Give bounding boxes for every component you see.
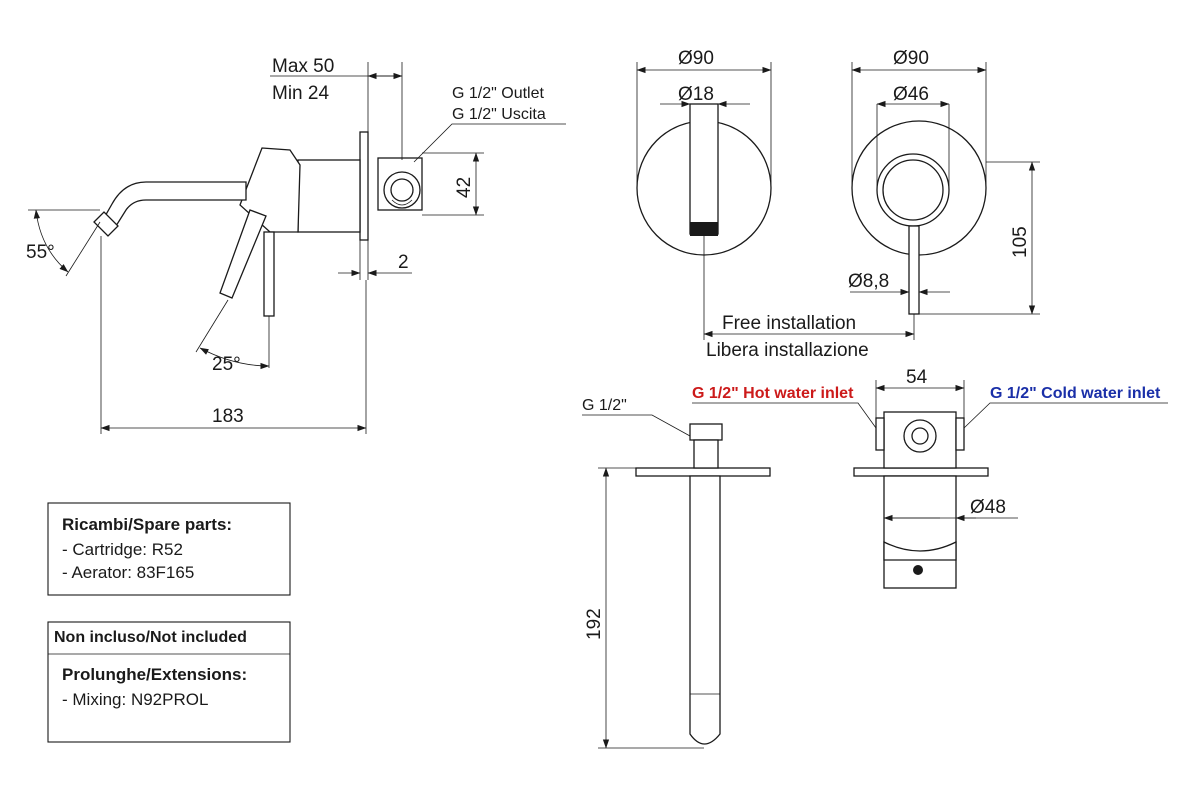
extensions-title: Prolunghe/Extensions:	[62, 665, 247, 684]
angle55-ray	[65, 221, 101, 277]
dim-192: 192	[584, 608, 605, 640]
cold-inlet-port	[955, 417, 965, 451]
cold-inlet-leader	[963, 402, 1168, 429]
spare-parts-item-1: - Cartridge: R52	[62, 540, 183, 559]
vertical-pin	[263, 231, 275, 317]
mixer-dia-48: Ø48	[970, 497, 1006, 518]
aerator	[93, 211, 119, 237]
lever-handle	[219, 209, 267, 299]
hot-inlet-leader	[692, 402, 877, 429]
mixer-body-plate	[853, 467, 989, 477]
dim-54: 54	[906, 367, 928, 388]
mixer-body-port-inner	[911, 427, 929, 445]
dim-105: 105	[1010, 226, 1031, 258]
not-included-box: Non incluso/Not included Prolunghe/Exten…	[47, 621, 291, 743]
spout-body-tube	[689, 475, 721, 745]
side-view: Max 50 Min 24 G 1/2" Outlet G 1/2" Uscit…	[26, 56, 566, 434]
max-label: Max 50	[272, 56, 334, 77]
spout-dia-90: Ø90	[678, 48, 714, 69]
hot-inlet-label: G 1/2" Hot water inlet	[692, 385, 854, 402]
spout-g12-leader	[582, 414, 691, 437]
libera-installazione-label: Libera installazione	[706, 340, 869, 361]
spout-body-view: G 1/2" 192	[582, 397, 771, 749]
spout-body-connector	[693, 439, 719, 469]
spare-parts-item-2: - Aerator: 83F165	[62, 563, 194, 582]
spare-parts-frame	[47, 502, 291, 596]
spout-dia-18: Ø18	[678, 84, 714, 105]
wall-plate	[359, 131, 369, 241]
outlet-label-2: G 1/2" Uscita	[452, 106, 546, 123]
cold-inlet-label: G 1/2" Cold water inlet	[990, 385, 1161, 402]
spare-parts-box: Ricambi/Spare parts: - Cartridge: R52 - …	[47, 502, 291, 596]
front-spout-view: Ø90 Ø18	[636, 48, 772, 256]
free-installation: Free installation Libera installazione	[703, 236, 915, 361]
outlet-label-1: G 1/2" Outlet	[452, 85, 545, 102]
angle25-arc	[199, 347, 270, 370]
spout-pipe	[103, 181, 247, 227]
dim-42: 42	[454, 177, 475, 198]
hot-inlet-port	[875, 417, 885, 451]
spare-parts-title: Ricambi/Spare parts:	[62, 515, 232, 534]
angle25-ray	[195, 299, 229, 353]
not-included-frame	[47, 621, 291, 743]
mixer-body-view: 54 G 1/2" Hot water inlet G 1/2" Cold wa…	[692, 367, 1168, 589]
front-mixer-view: Ø90 Ø46 105 Ø8,8	[848, 48, 1040, 315]
angle-25: 25°	[212, 354, 241, 375]
spout-body-plate	[635, 467, 771, 477]
mixer-knob-inner	[882, 159, 944, 221]
dim-183: 183	[212, 406, 244, 427]
extensions-item-1: - Mixing: N92PROL	[62, 690, 208, 709]
free-installation-label: Free installation	[722, 313, 856, 334]
dim-2: 2	[398, 252, 409, 273]
mixer-dia-46: Ø46	[893, 84, 929, 105]
spout-body-nut	[689, 423, 723, 441]
mixer-body	[297, 159, 361, 233]
min-label: Min 24	[272, 83, 329, 104]
outlet-fitting-arc	[391, 199, 413, 206]
spout-aerator-front	[690, 222, 718, 236]
mixer-body-screw	[913, 565, 923, 575]
outlet-fitting-inner	[390, 178, 414, 202]
outlet-leader	[413, 123, 566, 163]
mixer-lever-front	[908, 225, 920, 315]
spout-column	[689, 103, 719, 235]
angle55-arc	[33, 209, 69, 273]
mixer-dia-90: Ø90	[893, 48, 929, 69]
spout-g12-label: G 1/2"	[582, 397, 627, 414]
not-included-header: Non incluso/Not included	[54, 629, 247, 646]
mixer-body-cartridge	[883, 540, 957, 561]
lever-head	[239, 147, 301, 233]
angle-55: 55°	[26, 242, 55, 263]
mixer-dia-8-8: Ø8,8	[848, 271, 889, 292]
